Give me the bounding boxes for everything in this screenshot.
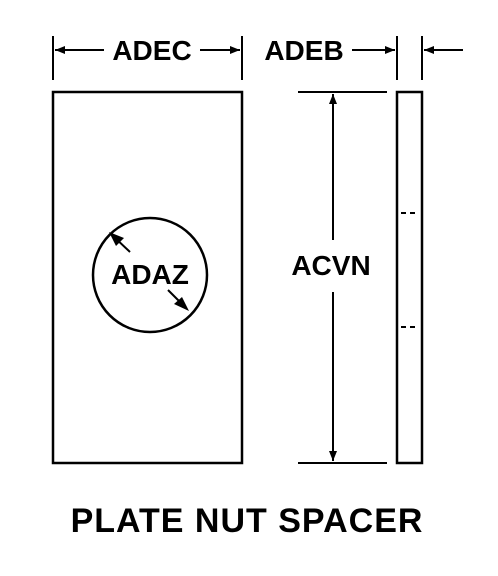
hole-circle: [91, 216, 209, 334]
thickness-dimension-label: ADEB: [264, 35, 343, 66]
side-view-outline: [395, 90, 424, 465]
drawing-title: PLATE NUT SPACER: [71, 502, 424, 540]
front-view-outline: [51, 90, 244, 465]
width-dimension-label: ADEC: [112, 35, 191, 66]
height-dimension-label: ACVN: [291, 250, 370, 281]
hole-diameter-arrowhead-lower: [174, 297, 189, 311]
hole-diameter-label: ADAZ: [111, 259, 189, 290]
hole-diameter-arrowhead-upper: [109, 232, 124, 246]
